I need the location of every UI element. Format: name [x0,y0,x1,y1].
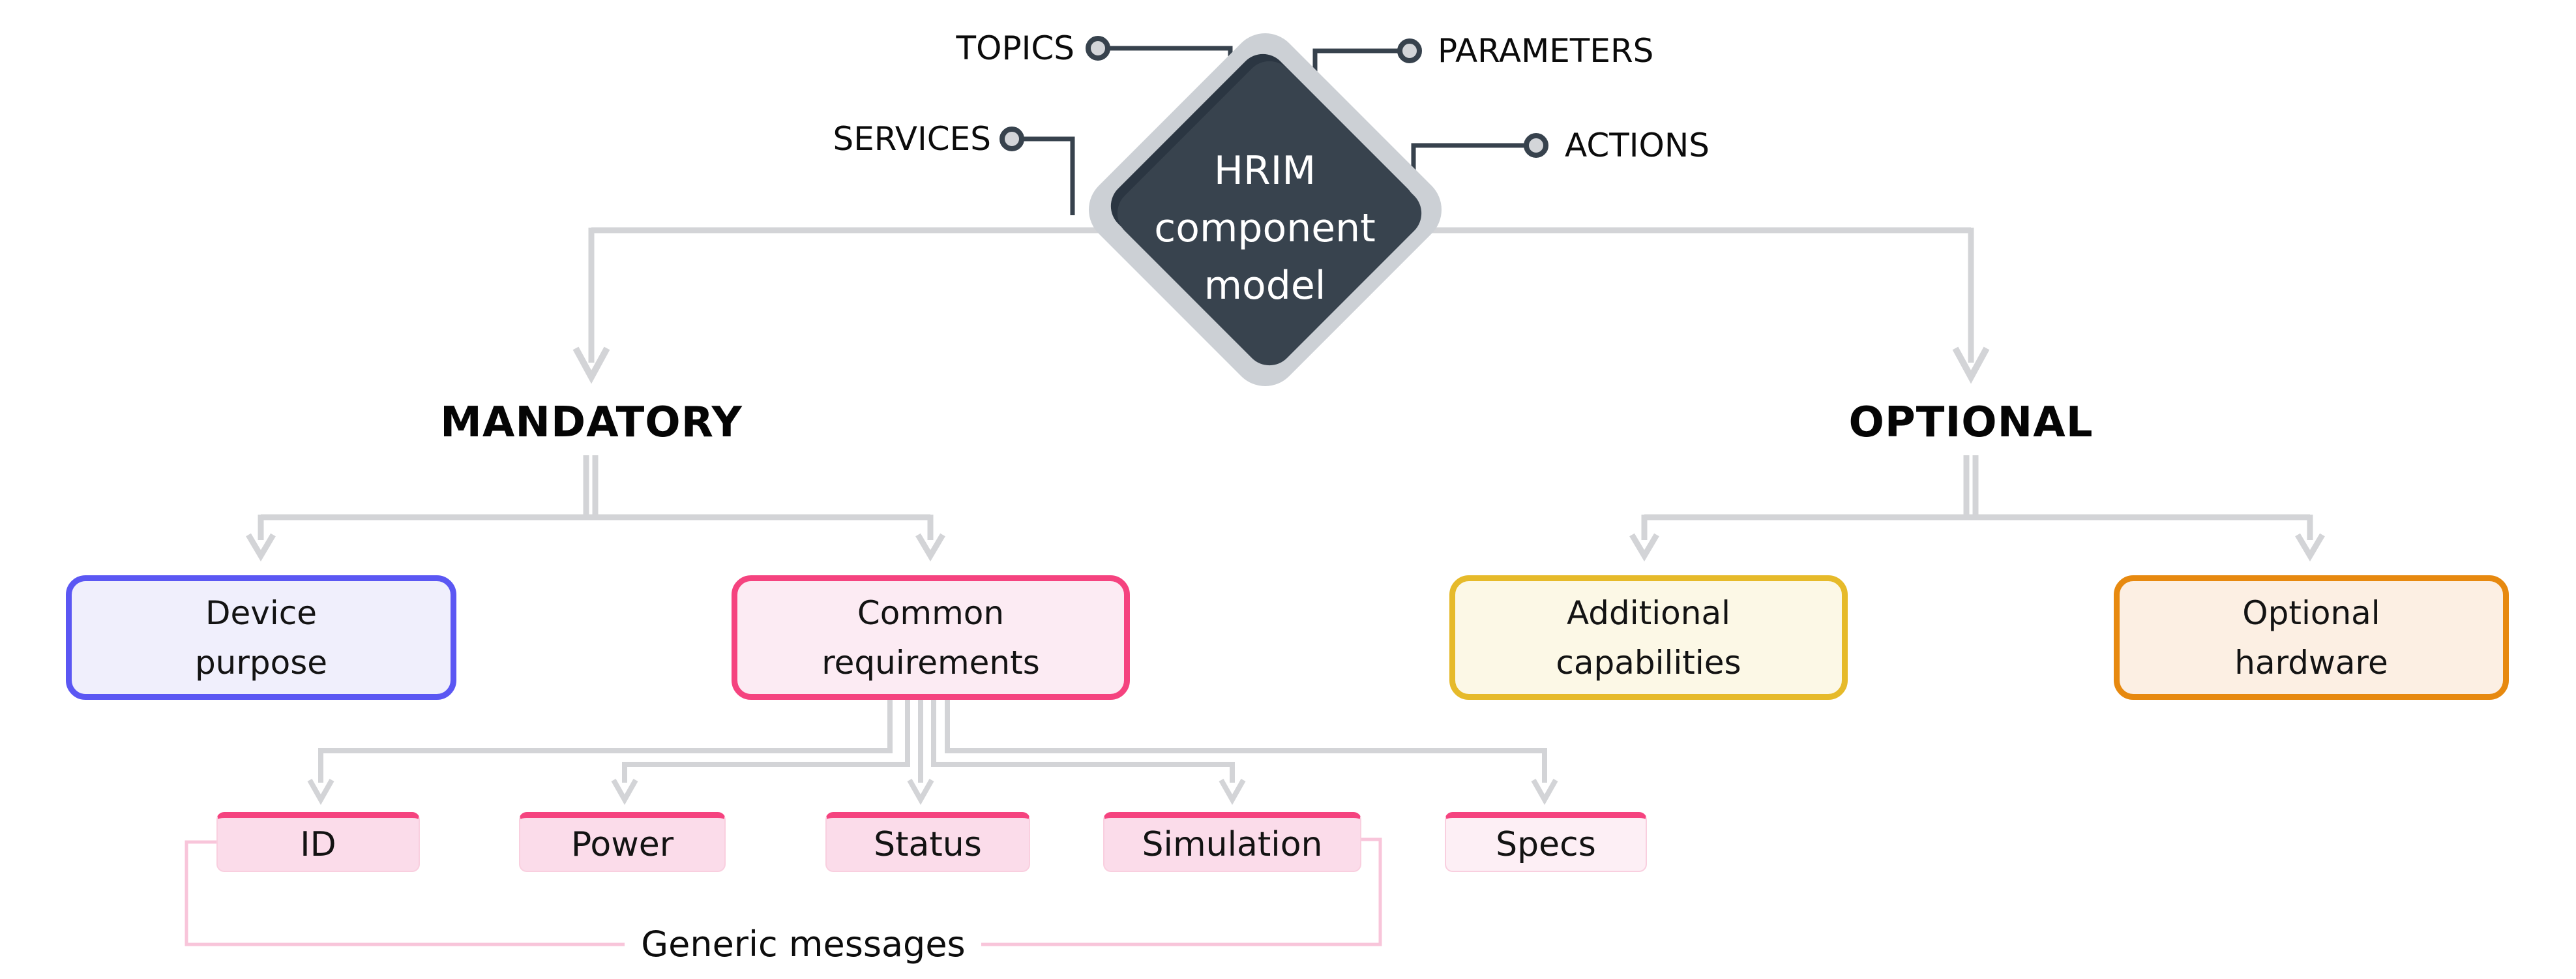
services-label: SERVICES [833,120,991,158]
status-box: Status [825,812,1030,872]
generic-messages-left-segment [185,840,625,946]
specs-box: Specs [1445,812,1647,872]
device-purpose-box: Device purpose [66,575,456,700]
services-node-icon [999,127,1024,151]
power-wire [622,697,910,783]
id-arrowhead [307,779,334,806]
optional-hardware-line1: Optional [2242,594,2380,632]
optional-hardware-line2: hardware [2234,643,2388,682]
optional-hardware-box: Optional hardware [2114,575,2509,700]
specs-wire [945,697,1547,783]
generic-messages-bracket [185,837,1382,946]
topics-node-icon [1086,36,1110,61]
additional-capabilities-arrowhead [1629,533,1659,562]
common-requirements-line1: Common [857,594,1005,632]
parameters-label: PARAMETERS [1438,32,1654,70]
power-box: Power [519,812,726,872]
status-label: Status [874,824,982,864]
diamond-title-line2: component [1154,205,1376,251]
diamond-title-line3: model [1204,263,1326,309]
device-purpose-arrowhead [246,533,276,562]
status-arrowhead [907,779,934,806]
specs-arrowhead [1531,779,1558,806]
generic-messages-right-segment [981,837,1382,946]
diamond-title-line1: HRIM [1213,148,1316,194]
id-label: ID [300,824,336,864]
simulation-arrowhead [1219,779,1246,806]
actions-label: ACTIONS [1565,127,1710,164]
additional-capabilities-box: Additional capabilities [1449,575,1848,700]
power-label: Power [570,824,674,864]
device-purpose-line1: Device [205,594,317,632]
optional-arrowhead [1952,346,1990,384]
additional-capabilities-line2: capabilities [1556,643,1741,682]
simulation-wire [931,697,1235,783]
simulation-box: Simulation [1103,812,1361,872]
actions-node-icon [1524,133,1548,158]
optional-hardware-arrowhead [2295,533,2325,562]
generic-messages-label: Generic messages [641,924,966,965]
simulation-label: Simulation [1142,824,1323,864]
mandatory-heading: MANDATORY [440,399,743,447]
diamond-title: HRIM component model [1102,142,1428,314]
additional-capabilities-line1: Additional [1566,594,1730,632]
mandatory-arrowhead [572,346,610,384]
id-box: ID [216,812,420,872]
callout-node-dots [999,36,1548,158]
common-children-wires [307,697,1558,806]
topics-label: TOPICS [956,29,1074,67]
power-arrowhead [611,779,638,806]
parameters-node-icon [1397,38,1422,63]
device-purpose-line2: purpose [194,643,328,682]
optional-heading: OPTIONAL [1848,399,2094,447]
specs-label: Specs [1496,824,1596,864]
common-requirements-line2: requirements [822,643,1040,682]
common-requirements-arrowhead [915,533,945,562]
common-requirements-box: Common requirements [732,575,1130,700]
services-wire [1012,136,1075,215]
id-wire [318,697,893,783]
